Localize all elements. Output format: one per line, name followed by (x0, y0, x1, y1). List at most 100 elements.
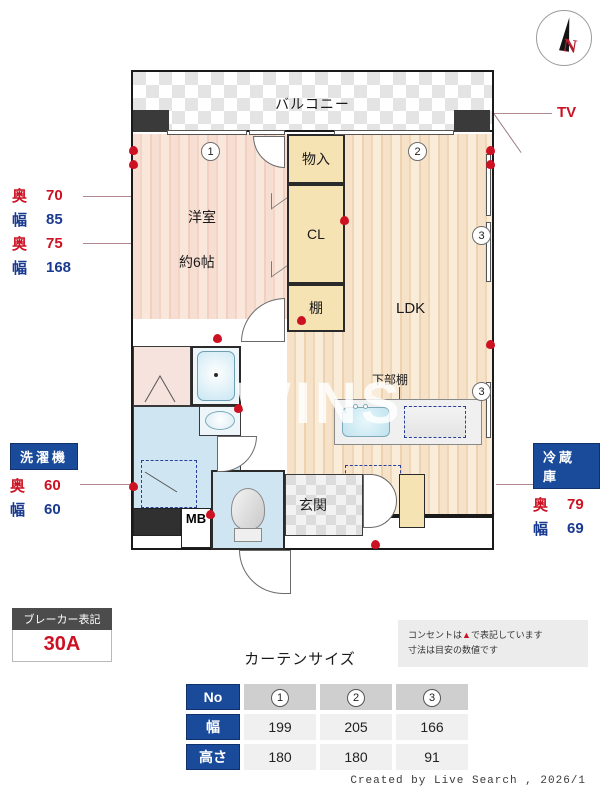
width-key: 幅 (12, 211, 28, 229)
col-header-3-circle: 3 (423, 688, 441, 707)
curtain-size-table: No 1 2 3 幅 199 205 166 高さ 180 180 91 (182, 680, 472, 774)
room-genkan (285, 474, 363, 536)
footer-credit: Created by Live Search , 2026/1 (350, 775, 586, 787)
leader-fridge (496, 484, 536, 485)
genkan-closet (399, 474, 425, 528)
breaker-title: ブレーカー表記 (12, 608, 112, 630)
table-row-no: No 1 2 3 (186, 684, 468, 710)
breaker-value: 30A (12, 630, 112, 662)
outlet-10 (129, 482, 138, 491)
height-cell-2: 180 (320, 744, 392, 770)
toilet-bowl (231, 488, 265, 530)
tv-outlet-label: TV (557, 104, 577, 121)
spec-window-1: 奥 70 幅 85 (12, 183, 63, 231)
kitchen-shelf-tick (399, 387, 400, 399)
legend-note-line-2: 寸法は目安の数値です (408, 645, 499, 656)
depth-value: 79 (567, 495, 584, 513)
height-cell-1: 180 (244, 744, 316, 770)
outlet-4 (486, 160, 495, 169)
spec-washer-depth: 奥 60 (10, 473, 78, 497)
washer-tag: 洗濯機 (10, 443, 79, 470)
room-dressing (133, 346, 191, 406)
window-3c-glass (486, 382, 491, 438)
spec-window-2: 奥 75 幅 168 (12, 231, 71, 279)
depth-value: 70 (46, 186, 63, 204)
room-washitsu (133, 134, 287, 319)
compass-north-icon: N (536, 10, 592, 66)
col-header-1: 1 (244, 684, 316, 710)
depth-value: 75 (46, 234, 63, 252)
outlet-5 (340, 216, 349, 225)
spec-fridge: 冷蔵庫 奥 79 幅 69 (533, 443, 600, 540)
row-header-height: 高さ (186, 744, 240, 770)
door-entry[interactable] (239, 550, 291, 594)
window-1-glass (167, 130, 247, 135)
spec-fridge-width: 幅 69 (533, 516, 600, 540)
meter-box-label: MB (185, 511, 207, 526)
width-key: 幅 (533, 520, 549, 538)
kitchen-stove-area (404, 406, 466, 438)
height-cell-3: 91 (396, 744, 468, 770)
storage-closet-label: CL (307, 226, 325, 242)
depth-key: 奥 (10, 477, 26, 495)
width-key: 幅 (12, 259, 28, 277)
spec-washer: 洗濯機 奥 60 幅 60 (10, 443, 79, 521)
kitchen-sink (342, 407, 390, 437)
label-kitchen-shelf: 下部棚 (372, 373, 409, 387)
balcony-label: バルコニー (275, 96, 350, 112)
storage-tana-label: 棚 (309, 300, 323, 316)
width-key: 幅 (10, 501, 26, 519)
depth-key: 奥 (12, 235, 28, 253)
balcony-pillar-left (133, 110, 169, 132)
window-number-2: 2 (408, 142, 427, 161)
outlet-12 (371, 540, 380, 549)
tv-leader-line-2 (493, 113, 522, 153)
width-cell-3: 166 (396, 714, 468, 740)
spec-window-2-depth: 奥 75 (12, 231, 71, 255)
window-number-3a: 3 (472, 226, 491, 245)
balcony-area: バルコニー (133, 72, 492, 132)
label-washitsu: 洋室 (188, 209, 216, 225)
breaker-box: ブレーカー表記 30A (12, 608, 112, 662)
tv-leader-line (494, 113, 552, 114)
storage-tana: 棚 (287, 284, 345, 332)
window-number-1: 1 (201, 142, 220, 161)
meter-box-dark (133, 508, 181, 536)
legend-note-post: で表記しています (470, 630, 543, 640)
fridge-tag: 冷蔵庫 (533, 443, 600, 489)
col-header-3: 3 (396, 684, 468, 710)
compass-ring (536, 10, 592, 66)
table-row-height: 高さ 180 180 91 (186, 744, 468, 770)
width-cell-2: 205 (320, 714, 392, 740)
outlet-3 (486, 146, 495, 155)
col-header-2: 2 (320, 684, 392, 710)
spec-washer-width: 幅 60 (10, 497, 78, 521)
floor-plan: バルコニー 洋室 約6帖 物入 CL 棚 LDK 下部棚 (129, 70, 495, 594)
depth-key: 奥 (533, 496, 549, 514)
window-3b-glass (486, 222, 491, 282)
width-value: 168 (46, 258, 72, 276)
washer-space (141, 460, 197, 508)
outlet-1 (129, 146, 138, 155)
bathtub-drain (214, 373, 218, 377)
storage-monoire-label: 物入 (302, 151, 330, 167)
table-row-width: 幅 199 205 166 (186, 714, 468, 740)
outlet-triangle-icon: ▲ (462, 630, 471, 640)
depth-value: 60 (44, 476, 61, 494)
window-2-glass (334, 130, 454, 135)
room-ldk (345, 134, 492, 514)
washbasin (205, 411, 235, 430)
storage-monoire: 物入 (287, 134, 345, 184)
width-value: 85 (46, 210, 63, 228)
window-number-3b: 3 (472, 382, 491, 401)
attic-hatch-icon (144, 374, 176, 403)
legend-note: コンセントは▲で表記しています 寸法は目安の数値です (398, 620, 588, 667)
outlet-7 (213, 334, 222, 343)
spec-window-2-width: 幅 168 (12, 255, 71, 279)
width-value: 60 (44, 500, 61, 518)
width-value: 69 (567, 519, 584, 537)
depth-key: 奥 (12, 187, 28, 205)
col-header-2-circle: 2 (347, 688, 365, 707)
width-cell-1: 199 (244, 714, 316, 740)
